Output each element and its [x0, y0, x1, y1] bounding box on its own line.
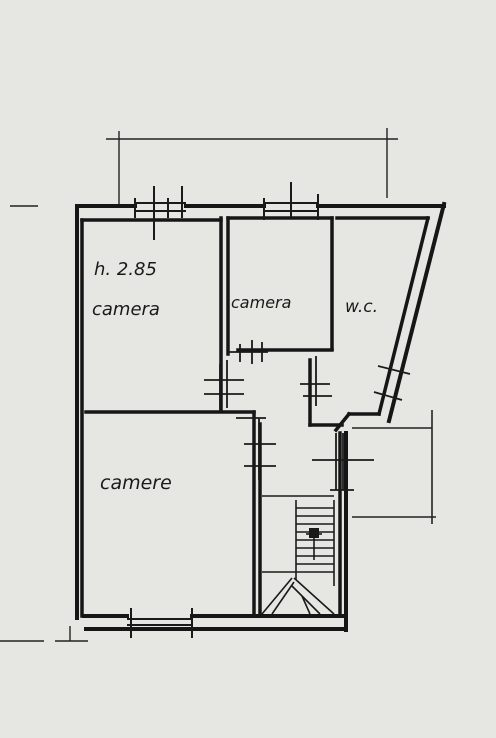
window-bottom [127, 608, 193, 638]
inner-walls [80, 215, 431, 618]
label-height: h. 2.85 [94, 259, 157, 280]
top-dimension-line [106, 128, 398, 205]
balcony [352, 410, 436, 524]
window-top-middle [263, 182, 319, 220]
label-wc: w.c. [345, 297, 378, 317]
label-camera-left: camera [92, 299, 160, 320]
reference-lines [0, 205, 88, 642]
staircase [261, 495, 335, 615]
window-top-left [134, 186, 186, 240]
door-marks [204, 340, 411, 491]
label-camere: camere [100, 472, 172, 494]
label-camera-small: camera [231, 293, 291, 312]
stair-arrow-marker [309, 528, 319, 538]
outer-walls [75, 201, 447, 632]
